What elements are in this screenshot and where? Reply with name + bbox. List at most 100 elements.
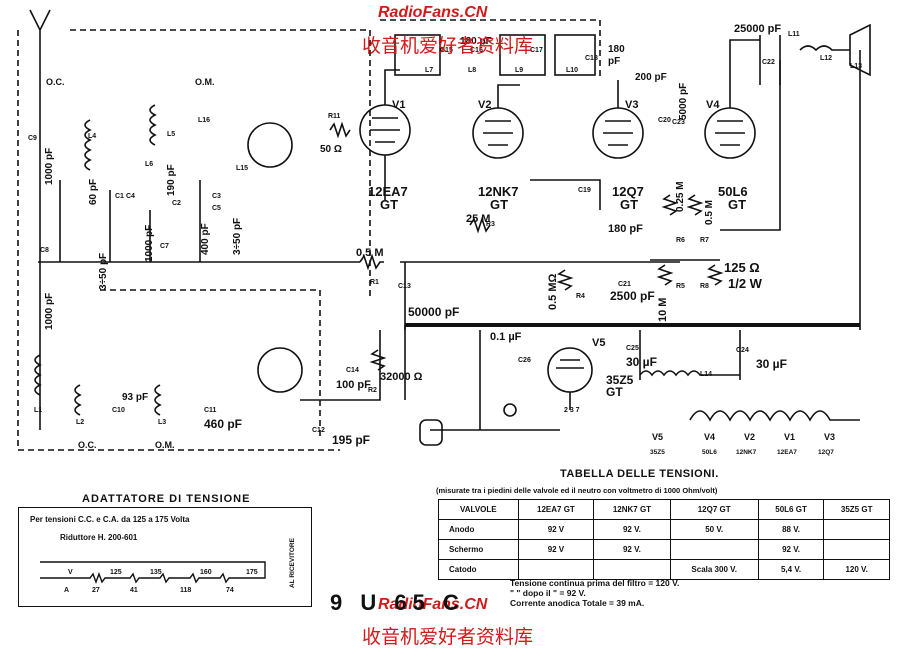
label-c21: C21 [618, 281, 631, 288]
label-c24: C24 [736, 347, 749, 354]
label-c4-val: 3÷50 pF [98, 253, 109, 290]
label-c1: C1 [115, 193, 124, 200]
v3-type: 12Q7 [612, 184, 644, 199]
table-cell [669, 539, 759, 560]
fil-type-12nk7: 12NK7 [736, 449, 757, 456]
table-header: 12NK7 GT [593, 499, 671, 520]
fil-label-v1: V1 [784, 432, 795, 442]
label-c25-val: 30 µF [626, 355, 657, 369]
antenna-symbol [29, 9, 51, 430]
label-c14: C14 [346, 367, 359, 374]
label-r1: R1 [370, 279, 379, 286]
v2-suffix: GT [490, 197, 508, 212]
label-l14: L14 [700, 371, 712, 378]
table-row-label: Catodo [438, 559, 519, 580]
label-r11-val: 50 Ω [320, 144, 342, 155]
v5-suffix: GT [606, 385, 623, 399]
label-oc-bottom: O.C. [78, 440, 97, 450]
table-cell: 92 V [517, 539, 595, 560]
label-c7-val: 1000 pF [144, 225, 155, 262]
fil-label-v4: V4 [704, 432, 715, 442]
label-c20-val: 200 pF [635, 72, 667, 83]
label-c26: C26 [518, 357, 531, 364]
adapter-r-27: 27 [92, 587, 100, 594]
label-c10-val: 93 pF [122, 392, 148, 403]
label-om-bottom: O.M. [155, 440, 175, 450]
label-180pf-a: 180 pF [460, 36, 492, 47]
v3-ref: V3 [625, 99, 638, 111]
label-c1-val: 60 pF [88, 179, 99, 205]
table-header: 50L6 GT [757, 499, 825, 520]
label-l1: L1 [34, 407, 42, 414]
label-c5: C5 [212, 205, 221, 212]
voltage-table-title: TABELLA DELLE TENSIONI. [560, 468, 719, 480]
v2-type: 12NK7 [478, 184, 518, 199]
watermark-brand-bottom: RadioFans.CN [378, 596, 488, 613]
v1-ref: V1 [392, 99, 405, 111]
table-row-label: Schermo [438, 539, 519, 560]
model-number: 9 U 65 C [330, 590, 465, 615]
watermark-cn-top: 收音机爱好者资料库 [362, 35, 534, 57]
label-c3-val: 400 pF [200, 223, 211, 255]
label-r7-val: 0.5 M [704, 200, 715, 225]
label-c11-val: 460 pF [204, 417, 242, 431]
table-cell: 92 V. [593, 519, 671, 540]
table-cell [823, 519, 890, 540]
label-c7: C7 [160, 243, 169, 250]
label-c5-val: 3÷50 pF [232, 218, 243, 255]
label-l16: L16 [198, 117, 210, 124]
adapter-tap-135: 135 [150, 569, 162, 576]
adapter-tap-160: 160 [200, 569, 212, 576]
label-r5-val: 10 M [657, 298, 669, 322]
label-c11: C11 [204, 407, 217, 414]
label-r3-val: 25 M [466, 213, 490, 225]
label-c16: C16 [470, 47, 483, 54]
label-c23-val: 5000 pF [678, 83, 689, 120]
watermark-cn-bottom: 收音机爱好者资料库 [362, 626, 534, 648]
label-l4: L4 [88, 133, 96, 140]
v4-ref: V4 [706, 99, 720, 111]
label-om-top: O.M. [195, 77, 215, 87]
table-cell: Scala 300 V. [669, 559, 759, 580]
table-header: 35Z5 GT [823, 499, 890, 520]
label-c25: C25 [626, 345, 639, 352]
table-cell [823, 539, 890, 560]
label-r1-val: 0.5 M [356, 247, 384, 259]
label-c17: C17 [530, 47, 543, 54]
label-c22: C22 [762, 59, 775, 66]
label-l15: L15 [236, 165, 248, 172]
label-c22-val: 25000 pF [734, 23, 781, 35]
label-c9: C9 [28, 135, 37, 142]
label-c14-val: 100 pF [336, 379, 371, 391]
label-c9-val: 1000 pF [44, 148, 55, 185]
v2-ref: V2 [478, 99, 491, 111]
label-c3: C3 [212, 193, 221, 200]
label-r6: R6 [676, 237, 685, 244]
label-r2-val: 32000 Ω [380, 371, 423, 383]
adapter-box [18, 507, 312, 607]
label-oc-top: O.C. [46, 77, 65, 87]
fil-type-12q7: 12Q7 [818, 449, 834, 456]
label-l9: L9 [515, 67, 523, 74]
fil-label-v3: V3 [824, 432, 835, 442]
label-r5: R5 [676, 283, 685, 290]
label-c8: C8 [40, 247, 49, 254]
label-r4: R4 [576, 293, 585, 300]
adapter-line-1: Per tensioni C.C. e C.A. da 125 a 175 Vo… [30, 515, 190, 524]
label-r8: R8 [700, 283, 709, 290]
table-row: Anodo 92 V 92 V. 50 V. 88 V. [438, 519, 890, 540]
label-l1-val: 1000 pF [44, 293, 55, 330]
label-l6: L6 [145, 161, 153, 168]
v5-type: 35Z5 [606, 373, 634, 387]
adapter-r-118: 118 [180, 587, 191, 594]
label-l11: L11 [788, 31, 800, 38]
label-l2: L2 [76, 419, 84, 426]
table-row: Schermo 92 V 92 V. 92 V. [438, 539, 890, 560]
note-line: " " dopo il " = 92 V. [510, 588, 586, 598]
table-cell: 92 V [517, 519, 595, 540]
v1-type: 12EA7 [368, 184, 408, 199]
adapter-line-2: Riduttore H. 200-601 [60, 533, 138, 542]
table-cell: 120 V. [823, 559, 890, 580]
voltage-table-notes: Tensione continua prima del filtro = 120… [510, 578, 679, 608]
